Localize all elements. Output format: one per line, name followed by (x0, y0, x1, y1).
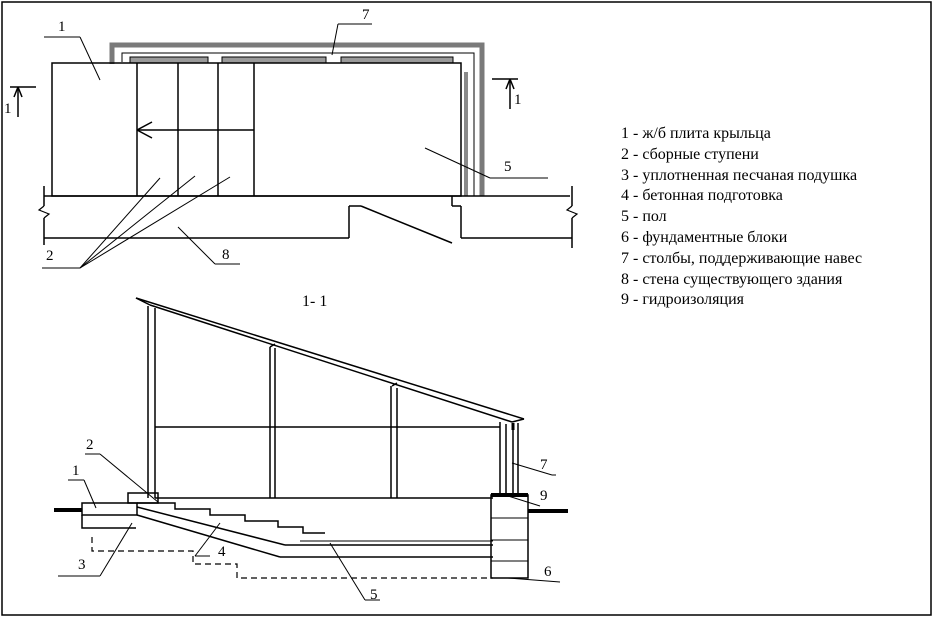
section-callout-4: 4 (218, 544, 226, 560)
section-callout-2: 2 (86, 437, 94, 453)
plan-callout-8: 8 (222, 247, 230, 263)
section-view (54, 297, 568, 601)
section-mark-right: 1 (514, 92, 522, 108)
legend-item: 9 - гидроизоляция (621, 291, 744, 309)
section-title: 1- 1 (302, 293, 328, 310)
plan-callout-2: 2 (46, 248, 54, 264)
legend-item: 1 - ж/б плита крыльца (621, 125, 771, 142)
legend: 1 - ж/б плита крыльца 2 - сборные ступен… (621, 124, 862, 311)
section-mark-left: 1 (4, 101, 12, 117)
legend-item: 5 - пол (621, 208, 667, 226)
plan-callout-7: 7 (362, 7, 370, 23)
legend-item: 4 - бетонная подготовка (621, 187, 783, 205)
legend-item: 2 - сборные ступени (621, 145, 759, 163)
section-callout-6: 6 (544, 564, 552, 580)
legend-item: 8 - стена существующего здания (621, 270, 843, 288)
plan-view (10, 23, 579, 269)
legend-item: 3 - уплотненная песчаная подушка (621, 166, 858, 184)
section-callout-9: 9 (540, 488, 548, 504)
legend-item: 7 - столбы, поддерживающие навес (621, 249, 863, 267)
plan-callout-1: 1 (58, 19, 66, 35)
section-callout-1: 1 (72, 463, 80, 479)
plan-callout-5: 5 (504, 159, 512, 175)
legend-item: 6 - фундаментные блоки (621, 228, 788, 246)
section-callout-7: 7 (540, 457, 548, 473)
section-callout-3: 3 (78, 557, 86, 573)
section-callout-5: 5 (370, 587, 378, 603)
